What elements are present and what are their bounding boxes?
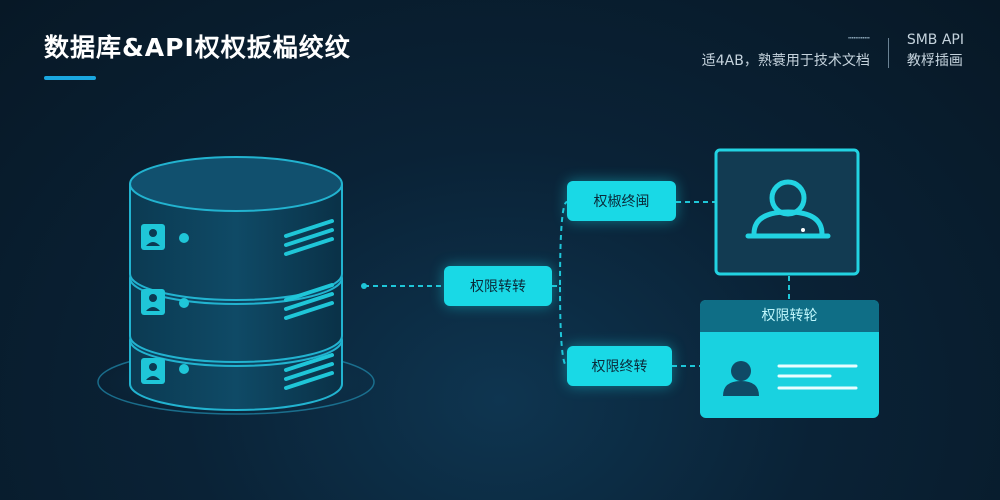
user-icon	[714, 148, 860, 276]
header-divider	[887, 38, 889, 68]
id-card-header	[700, 300, 879, 332]
header-subtitle-group: ┅┅┅┅ 适4AB，熟蓑用于技术文档	[702, 32, 870, 70]
connector-center-to-top	[552, 201, 568, 287]
permission-label-center: 权限转转	[444, 266, 552, 306]
header-tag-group: SMB API 教桴插画	[907, 32, 964, 70]
id-card-icon	[700, 300, 879, 418]
header-tag: SMB API	[906, 32, 964, 48]
header-subtitle: 适4AB，熟蓑用于技术文档	[701, 53, 870, 69]
header-decor-text: ┅┅┅┅	[848, 34, 870, 44]
database-icon	[86, 156, 386, 420]
connector-start-dot	[361, 283, 367, 289]
header-caption: 教桴插画	[906, 53, 963, 69]
title-underline	[44, 76, 96, 80]
database-top	[129, 156, 343, 212]
connector-lines	[364, 201, 790, 367]
database-row-1	[141, 219, 334, 256]
id-card-title: 权限转轮	[761, 308, 818, 324]
connector-center-to-bottom	[552, 285, 568, 367]
header-right: ┅┅┅┅ 适4AB，熟蓑用于技术文档 SMB API 教桴插画	[702, 32, 964, 70]
permission-label-bottom: 权限终转	[567, 346, 672, 386]
database-row-3	[141, 353, 334, 390]
database-row-2	[141, 283, 334, 320]
page-title: 数据库&API权权扳榀绞纹	[44, 33, 351, 62]
permission-label-top: 权椒终闽	[567, 181, 676, 221]
